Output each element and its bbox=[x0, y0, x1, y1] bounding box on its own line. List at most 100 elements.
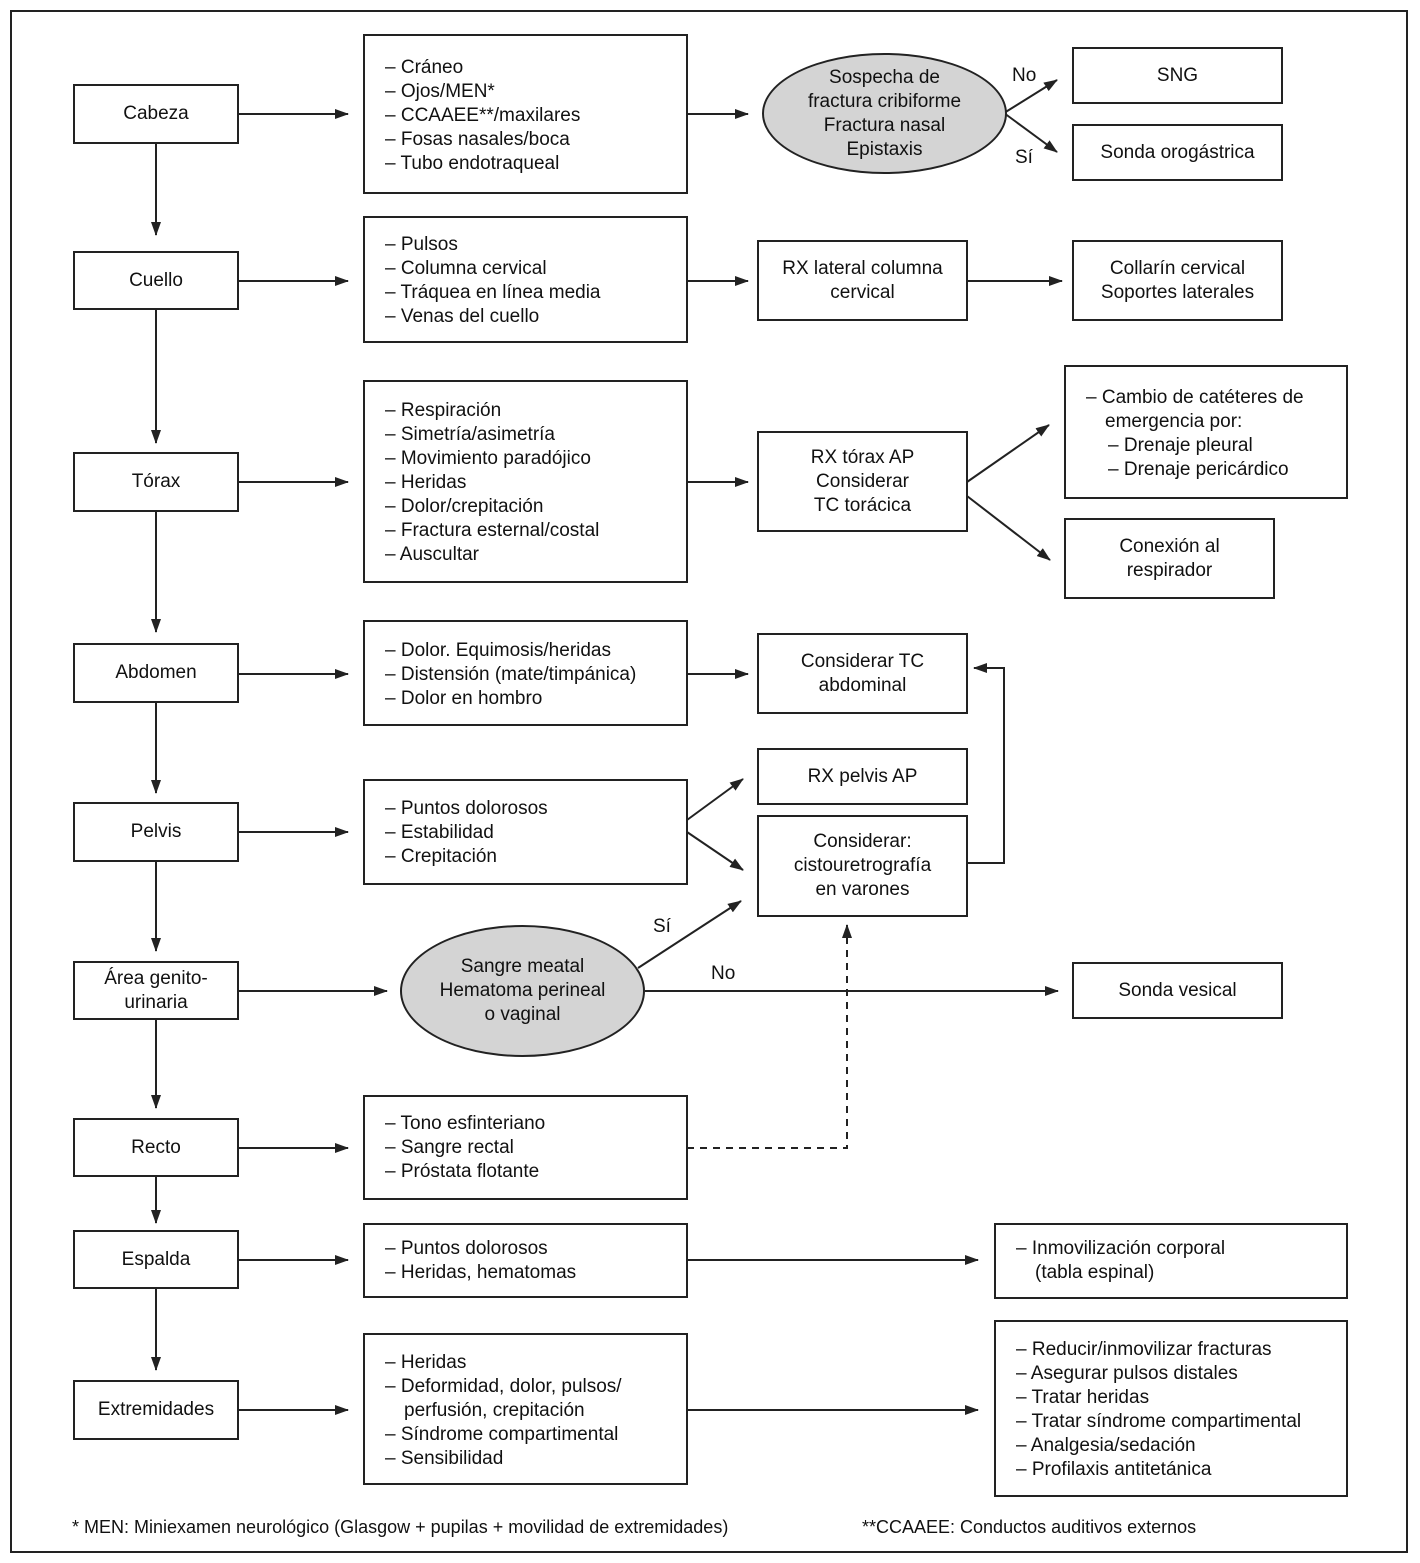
action-line: respirador bbox=[1126, 559, 1213, 581]
branch-label-no-genito: No bbox=[711, 963, 736, 984]
exam-item: – Pulsos bbox=[385, 234, 458, 255]
action-line: Conexión al bbox=[1119, 535, 1220, 557]
exam-item: – Tráquea en línea media bbox=[385, 282, 601, 303]
exam-item: – Puntos dolorosos bbox=[385, 1238, 548, 1259]
action-line: TC torácica bbox=[813, 494, 912, 516]
branch-label-no-cabeza: No bbox=[1012, 65, 1037, 86]
exam-item: – Puntos dolorosos bbox=[385, 798, 548, 819]
region-label: Abdomen bbox=[115, 662, 197, 683]
exam-pelvis: – Puntos dolorosos – Estabilidad – Crepi… bbox=[363, 779, 688, 885]
region-cuello: Cuello bbox=[73, 251, 239, 310]
decision-line: Epistaxis bbox=[846, 138, 923, 160]
decision-line: o vaginal bbox=[484, 1004, 561, 1025]
exam-item: – Columna cervical bbox=[385, 258, 547, 279]
action-extremidades: – Reducir/inmovilizar fracturas – Asegur… bbox=[994, 1320, 1348, 1497]
action-label: Sonda orogástrica bbox=[1100, 141, 1255, 163]
region-label-line: urinaria bbox=[124, 991, 188, 1013]
action-item: (tabla espinal) bbox=[1035, 1262, 1155, 1283]
footnote-men: * MEN: Miniexamen neurológico (Glasgow +… bbox=[72, 1517, 729, 1537]
action-label: Sonda vesical bbox=[1118, 979, 1237, 1001]
diagram-frame bbox=[10, 10, 1408, 1553]
exam-item: – Heridas bbox=[385, 472, 467, 493]
region-recto: Recto bbox=[73, 1118, 239, 1177]
action-line: cistouretrografía bbox=[793, 855, 932, 876]
action-item: – Profilaxis antitetánica bbox=[1016, 1459, 1212, 1480]
exam-recto: – Tono esfinteriano – Sangre rectal – Pr… bbox=[363, 1095, 688, 1200]
action-line: cervical bbox=[830, 281, 895, 303]
arrow-decision-no-sng bbox=[1003, 79, 1058, 114]
region-label: Recto bbox=[131, 1136, 181, 1158]
action-inmovilizacion: – Inmovilización corporal (tabla espinal… bbox=[994, 1223, 1348, 1299]
action-line: Considerar TC bbox=[800, 650, 925, 672]
region-pelvis: Pelvis bbox=[73, 802, 239, 862]
branch-label-si-cabeza: Sí bbox=[1015, 147, 1033, 168]
action-sonda-vesical: Sonda vesical bbox=[1072, 962, 1283, 1019]
exam-item: – Dolor. Equimosis/heridas bbox=[385, 640, 611, 661]
region-label: Cuello bbox=[129, 269, 183, 291]
action-line: Soportes laterales bbox=[1100, 281, 1255, 303]
exam-item: – Fractura esternal/costal bbox=[385, 520, 600, 541]
region-espalda: Espalda bbox=[73, 1230, 239, 1289]
action-respirador: Conexión al respirador bbox=[1064, 518, 1275, 599]
action-item: – Analgesia/sedación bbox=[1016, 1435, 1196, 1456]
arrow-recto-cistouretro-dashed bbox=[687, 924, 852, 1149]
exam-cabeza: – Cráneo – Ojos/MEN* – CCAAEE**/maxilare… bbox=[363, 34, 688, 194]
action-rx-cervical: RX lateral columna cervical bbox=[757, 240, 968, 321]
decision-line: Sangre meatal bbox=[460, 956, 585, 977]
exam-item: – Respiración bbox=[385, 400, 502, 421]
decision-line: Hematoma perineal bbox=[439, 980, 606, 1001]
exam-item: – Tono esfinteriano bbox=[385, 1113, 546, 1134]
exam-item: – Simetría/asimetría bbox=[385, 424, 555, 445]
exam-item: – Estabilidad bbox=[385, 822, 494, 843]
region-extremidades: Extremidades bbox=[73, 1380, 239, 1440]
arrow-genito-si bbox=[637, 900, 742, 969]
action-line: en varones bbox=[815, 879, 910, 900]
action-line: abdominal bbox=[818, 674, 907, 696]
action-line: Collarín cervical bbox=[1109, 257, 1246, 279]
exam-item: – Próstata flotante bbox=[385, 1161, 540, 1182]
region-label: Extremidades bbox=[97, 1399, 215, 1420]
arrow-decision-si-orogastrica bbox=[1003, 112, 1058, 153]
action-cambio-cateteres: – Cambio de catéteres de emergencia por:… bbox=[1064, 365, 1348, 499]
region-label: Espalda bbox=[121, 1248, 191, 1270]
region-cabeza: Cabeza bbox=[73, 84, 239, 144]
region-label: Tórax bbox=[131, 471, 181, 492]
exam-abdomen: – Dolor. Equimosis/heridas – Distensión … bbox=[363, 620, 688, 726]
arrow-rx-cateteres bbox=[966, 424, 1050, 483]
exam-item: – Distensión (mate/timpánica) bbox=[385, 664, 637, 685]
action-item: – Drenaje pleural bbox=[1108, 435, 1253, 456]
exam-item: – Fosas nasales/boca bbox=[385, 129, 570, 150]
action-line: RX lateral columna bbox=[782, 257, 943, 279]
exam-cuello: – Pulsos – Columna cervical – Tráquea en… bbox=[363, 216, 688, 343]
exam-item: – Dolor en hombro bbox=[385, 688, 543, 709]
footnote-ccaaee: **CCAAEE: Conductos auditivos externos bbox=[862, 1517, 1197, 1537]
action-line: Considerar bbox=[816, 470, 909, 492]
exam-extremidades: – Heridas – Deformidad, dolor, pulsos/ p… bbox=[363, 1333, 688, 1485]
exam-item: – Heridas bbox=[385, 1352, 467, 1373]
region-torax: Tórax bbox=[73, 452, 239, 512]
arrow-rx-respirador bbox=[966, 495, 1051, 561]
action-collarin: Collarín cervical Soportes laterales bbox=[1072, 240, 1283, 321]
action-item: – Tratar heridas bbox=[1016, 1387, 1150, 1408]
exam-item: – Síndrome compartimental bbox=[385, 1424, 619, 1445]
action-rx-pelvis: RX pelvis AP bbox=[757, 748, 968, 805]
decision-line: Fractura nasal bbox=[823, 114, 946, 136]
exam-item: – Crepitación bbox=[385, 846, 497, 867]
region-label: Pelvis bbox=[130, 821, 182, 842]
exam-item: – Sangre rectal bbox=[385, 1137, 514, 1158]
exam-item: – Ojos/MEN* bbox=[385, 81, 495, 102]
exam-item: – CCAAEE**/maxilares bbox=[385, 105, 581, 126]
action-label: SNG bbox=[1156, 64, 1199, 86]
region-label: Cabeza bbox=[123, 103, 189, 124]
exam-espalda: – Puntos dolorosos – Heridas, hematomas bbox=[363, 1223, 688, 1298]
arrow-cistouretro-tc bbox=[967, 663, 1005, 864]
region-label-line: Área genito- bbox=[104, 967, 208, 989]
action-item: – Inmovilización corporal bbox=[1016, 1238, 1226, 1259]
decision-line: fractura cribiforme bbox=[807, 90, 962, 112]
decision-cabeza: Sospecha de fractura cribiforme Fractura… bbox=[762, 53, 1007, 174]
action-line: RX tórax AP bbox=[810, 446, 915, 468]
exam-item: – Dolor/crepitación bbox=[385, 496, 544, 517]
action-item: emergencia por: bbox=[1105, 411, 1243, 432]
exam-item: – Heridas, hematomas bbox=[385, 1262, 577, 1283]
exam-item: – Movimiento paradójico bbox=[385, 448, 591, 469]
